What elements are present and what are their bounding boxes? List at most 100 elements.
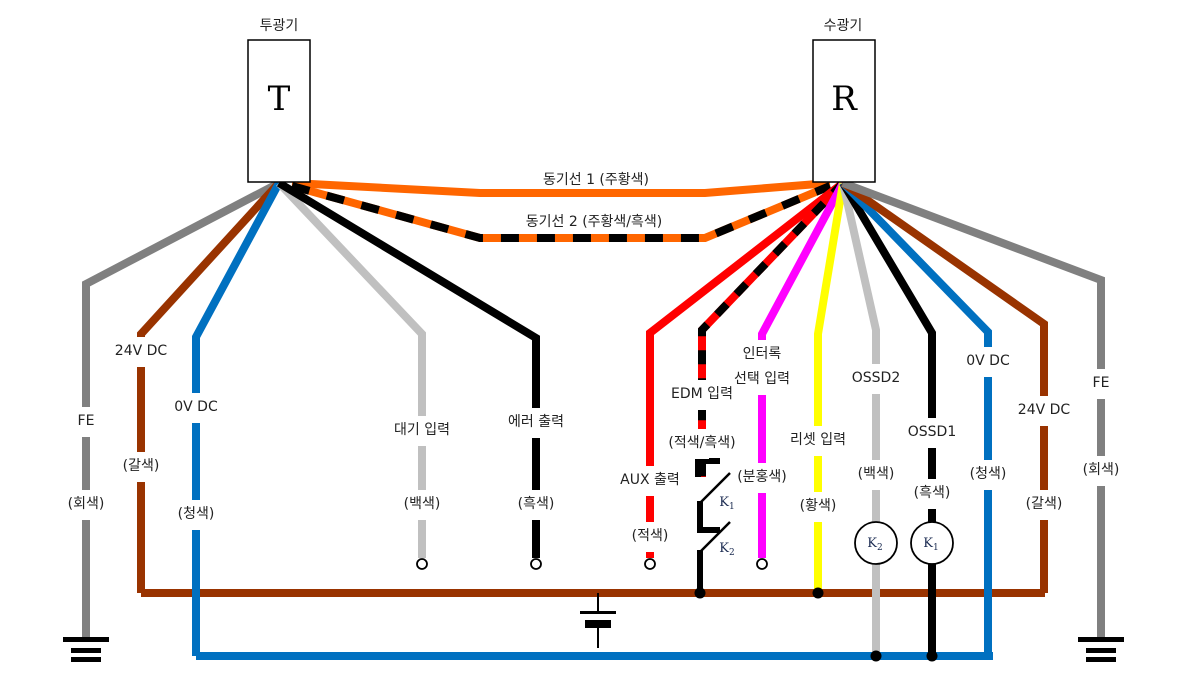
label-gap — [755, 463, 769, 493]
label-gap — [529, 408, 543, 438]
receiver-caption: 수광기 — [824, 18, 863, 34]
emitter-wire-t-24v — [137, 180, 282, 593]
receiver-label-r-reset-function: 리셋 입력 — [790, 432, 846, 448]
receiver-label-r-edm-function: EDM 입력 — [671, 386, 733, 402]
label-gap — [643, 466, 657, 496]
emitter-wire-t-0v — [192, 181, 283, 656]
receiver-label-r-reset-color_name: (황색) — [800, 498, 837, 514]
edm-contact-k2-top — [697, 501, 720, 533]
receiver-label-r-fe-function: FE — [1093, 375, 1110, 391]
label-gap — [925, 418, 939, 448]
sync-wire-2-label: 동기선 2 (주황색/흑색) — [526, 213, 663, 230]
battery-plate-positive — [580, 611, 616, 614]
junction-dot-r-ossd1 — [926, 650, 938, 662]
receiver-wire-r-edm-stripe — [698, 180, 846, 477]
label-gap — [869, 460, 883, 490]
edm-contact-k2-label: K2 — [719, 541, 734, 558]
label-gap — [755, 365, 769, 395]
emitter-box — [247, 39, 311, 183]
emitter-label-t-standby-color_name: (백색) — [404, 496, 441, 512]
receiver-label-r-interlock-color_name: (분홍색) — [737, 469, 787, 485]
open-terminal-r-aux — [644, 558, 656, 570]
label-gap — [755, 340, 769, 370]
sync-wire-1-label: 동기선 1 (주황색) — [543, 172, 649, 188]
label-gap — [134, 337, 148, 367]
load-coil-K2 — [854, 521, 898, 565]
emitter-label-t-0v-color_name: (청색) — [178, 506, 215, 522]
receiver-label-r-0v-color_name: (청색) — [970, 466, 1007, 482]
label-gap — [1037, 396, 1051, 426]
emitter-wire-t-error — [276, 179, 540, 558]
receiver-wire-r-fe — [841, 179, 1105, 637]
label-gap — [981, 347, 995, 377]
ground-bar-2 — [71, 648, 101, 653]
label-gap — [1037, 490, 1051, 520]
receiver-label-r-ossd2-color_name: (백색) — [858, 466, 895, 482]
receiver-device: 수광기 R — [812, 18, 876, 183]
label-gap — [695, 380, 709, 410]
ground-bar-2 — [1086, 648, 1116, 653]
receiver-wire-r-ossd2 — [839, 182, 880, 656]
receiver-label-r-aux-color_name: (적색) — [632, 528, 669, 544]
ground-bar-1 — [63, 637, 109, 642]
emitter-label-t-fe-function: FE — [78, 413, 95, 429]
label-gap — [643, 522, 657, 552]
emitter-caption: 투광기 — [260, 18, 299, 34]
label-gap — [695, 429, 709, 459]
receiver-label-r-24v-color_name: (갈색) — [1026, 496, 1063, 512]
emitter-label-t-24v-color_name: (갈색) — [123, 458, 160, 474]
edm-contact-k1-top — [695, 458, 720, 477]
k-subscript: 1 — [729, 502, 735, 512]
receiver-label-r-ossd1-color_name: (흑색) — [914, 484, 951, 501]
label-gap — [189, 393, 203, 423]
label-gap — [134, 452, 148, 482]
ground-bar-3 — [1086, 657, 1116, 662]
receiver-label-r-fe-color_name: (회색) — [1083, 462, 1120, 478]
open-terminal-t-standby — [416, 558, 428, 570]
load-coil-K1 — [910, 521, 954, 565]
emitter-label-t-0v-function: 0V DC — [174, 399, 218, 415]
label-gap — [1094, 456, 1108, 486]
receiver-label-r-interlock-function_lines-0: 인터록 — [743, 346, 782, 362]
label-gap — [415, 490, 429, 520]
receiver-letter: R — [831, 79, 858, 119]
emitter-label-t-24v-function: 24V DC — [115, 343, 168, 359]
label-gap — [811, 426, 825, 456]
label-gap — [925, 479, 939, 509]
emitter-device: 투광기 T — [247, 18, 311, 183]
open-terminal-r-interlock — [756, 558, 768, 570]
wires-layer — [82, 179, 1105, 660]
receiver-wire-r-0v — [840, 180, 992, 656]
emitter-label-t-error-color_name: (흑색) — [518, 495, 555, 512]
sync-wire-1 — [291, 179, 831, 197]
edm-contact-k2-blade — [699, 521, 731, 553]
labels-layer: 동기선 1 (주황색) 동기선 2 (주황색/흑색) FE (회색) 24V DC (갈색… — [68, 172, 1120, 558]
ground-bar-1 — [1078, 637, 1124, 642]
label-gap — [1094, 369, 1108, 399]
junction-dot-edm — [694, 587, 706, 599]
k-subscript: 2 — [729, 548, 735, 558]
ground-symbol-right — [1078, 637, 1124, 662]
emitter-letter: T — [268, 79, 291, 119]
label-gap — [811, 492, 825, 522]
junction-dot-r-ossd2 — [870, 650, 882, 662]
emitter-label-t-fe-color_name: (회색) — [68, 496, 105, 512]
label-gap — [981, 460, 995, 490]
sync-wire-2-base — [290, 182, 832, 242]
receiver-label-r-ossd2-function: OSSD2 — [852, 370, 900, 386]
label-gap — [79, 407, 93, 437]
label-gap — [869, 364, 883, 394]
ground-symbol-left — [63, 637, 109, 662]
receiver-label-r-aux-function: AUX 출력 — [620, 472, 680, 488]
edm-contact-k1-blade — [699, 472, 731, 504]
junction-dot-reset — [812, 587, 824, 599]
emitter-label-t-standby-function: 대기 입력 — [394, 422, 450, 438]
label-gap — [529, 490, 543, 520]
emitter-wire-t-standby — [276, 180, 426, 558]
symbols-layer — [63, 458, 1124, 662]
label-gap — [189, 500, 203, 530]
ground-bar-3 — [71, 657, 101, 662]
label-gap — [415, 416, 429, 446]
receiver-label-r-ossd1-function: OSSD1 — [908, 424, 956, 440]
